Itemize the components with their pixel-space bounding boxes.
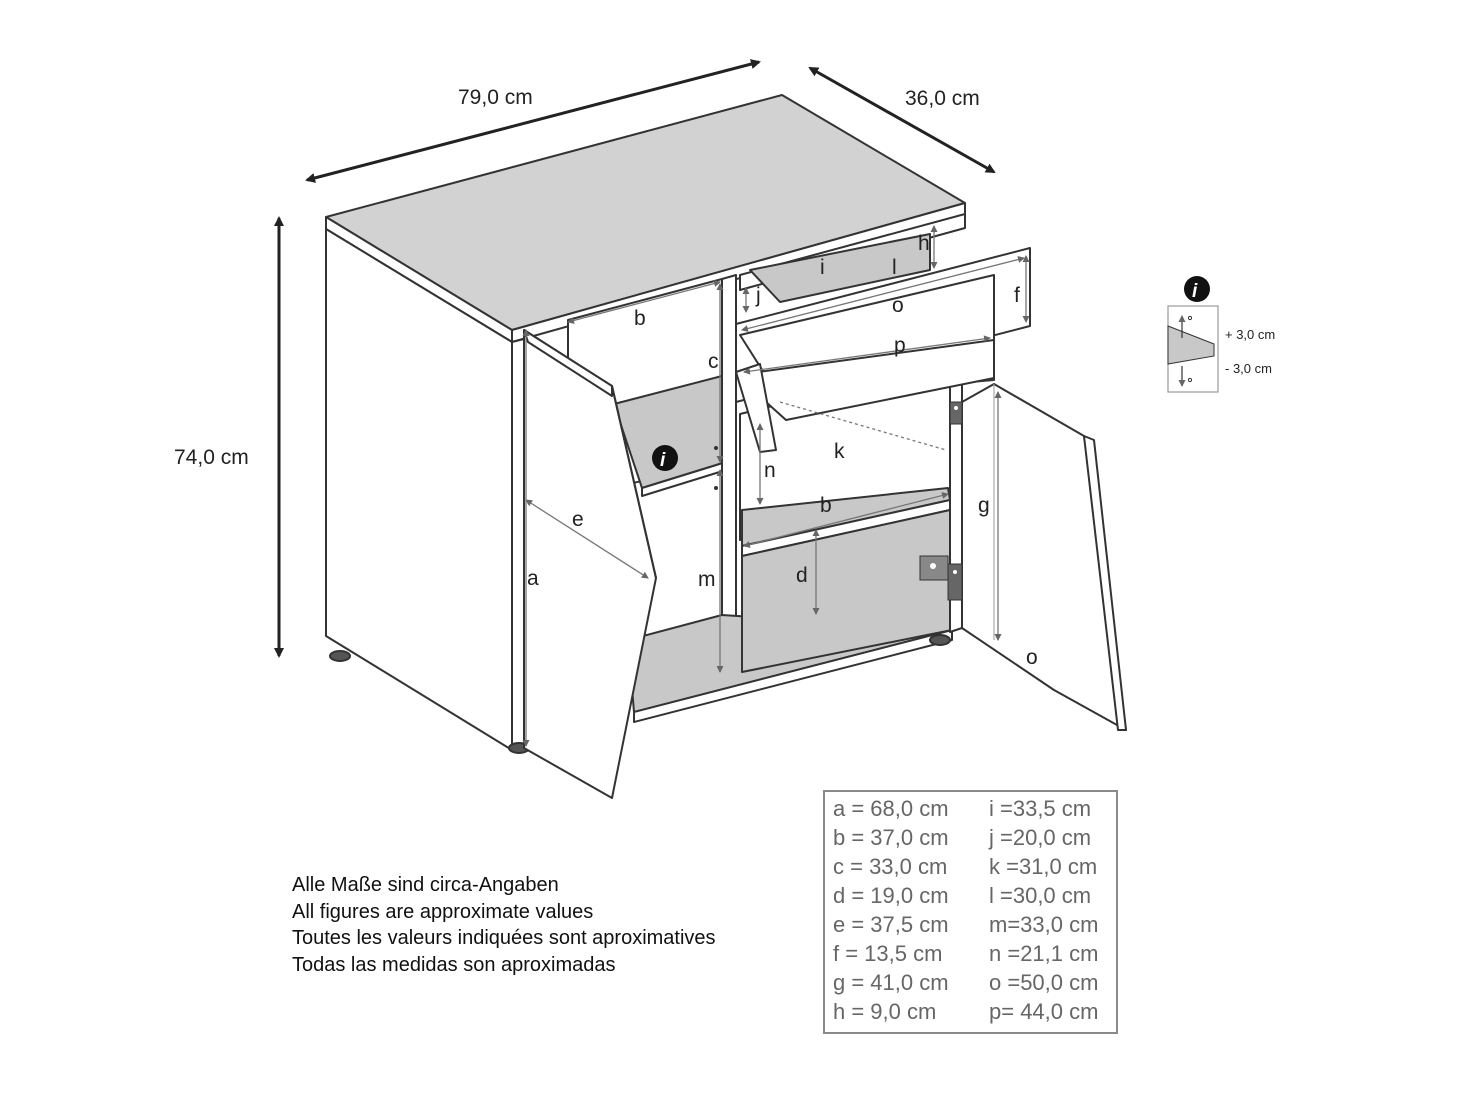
measurement-guides <box>522 225 1030 747</box>
table-row: e = 37,5 cm m=33,0 cm <box>833 912 1099 937</box>
shelf-adjust-inset: + 3,0 cm - 3,0 cm <box>1167 305 1275 393</box>
table-row: h = 9,0 cm p= 44,0 cm <box>833 999 1099 1024</box>
shelf-adjust-plus: + 3,0 cm <box>1225 327 1275 342</box>
svg-text:i: i <box>1192 281 1198 302</box>
hinge-top <box>949 401 963 425</box>
depth-dimension: 36,0 cm <box>808 66 996 174</box>
guide-p <box>743 335 991 375</box>
label-j: j <box>755 284 761 307</box>
guide-b-top <box>567 280 721 324</box>
label-o-door: o <box>1026 646 1038 669</box>
measurement-table: a = 68,0 cm i =33,5 cm b = 37,0 cm j =20… <box>823 790 1118 1034</box>
hinge-bottom <box>919 555 963 601</box>
guide-e <box>525 499 649 579</box>
label-g: g <box>978 494 990 517</box>
label-f: f <box>1014 284 1020 307</box>
guide-o <box>741 256 1025 332</box>
table-row: f = 13,5 cm n =21,1 cm <box>833 941 1099 966</box>
label-n: n <box>764 459 776 482</box>
note-fr: Toutes les valeurs indiquées sont aproxi… <box>292 927 716 949</box>
label-e: e <box>572 508 584 531</box>
label-m: m <box>698 568 716 591</box>
label-b-top: b <box>634 307 646 330</box>
label-h: h <box>918 232 930 255</box>
label-c: c <box>708 350 719 373</box>
label-o-drawer: o <box>892 294 904 317</box>
guide-b-right <box>743 492 949 548</box>
label-l: l <box>892 256 897 279</box>
info-icon: i <box>652 445 678 471</box>
guide-k <box>779 401 947 451</box>
height-label: 74,0 cm <box>174 446 249 469</box>
width-dimension: 79,0 cm <box>305 59 761 183</box>
note-es: Todas las medidas son aproximadas <box>292 953 616 976</box>
cabinet-body <box>325 94 966 754</box>
svg-text:i: i <box>660 450 666 471</box>
table-row: c = 33,0 cm k =31,0 cm <box>833 854 1098 879</box>
right-door <box>961 383 1127 731</box>
part-labels: a b c d e f g h i j k l m n o o p b <box>527 232 1038 669</box>
shelf-adjust-minus: - 3,0 cm <box>1225 361 1272 376</box>
label-a: a <box>527 567 539 590</box>
width-label: 79,0 cm <box>458 86 533 109</box>
height-dimension: 74,0 cm <box>174 216 284 658</box>
label-i: i <box>820 256 825 279</box>
note-en: All figures are approximate values <box>292 900 594 923</box>
depth-label: 36,0 cm <box>905 87 980 110</box>
table-row: a = 68,0 cm i =33,5 cm <box>833 796 1092 821</box>
label-b-right: b <box>820 494 832 517</box>
label-d: d <box>796 564 808 587</box>
table-row: g = 41,0 cm o =50,0 cm <box>833 970 1099 995</box>
label-p: p <box>894 334 906 357</box>
note-de: Alle Maße sind circa-Angaben <box>292 874 559 896</box>
table-row: b = 37,0 cm j =20,0 cm <box>833 825 1092 850</box>
table-row: d = 19,0 cm l =30,0 cm <box>833 883 1092 908</box>
label-k: k <box>834 440 845 463</box>
disclaimer-notes: Alle Maße sind circa-Angaben All figures… <box>292 872 716 978</box>
info-icon: i <box>1184 276 1210 302</box>
